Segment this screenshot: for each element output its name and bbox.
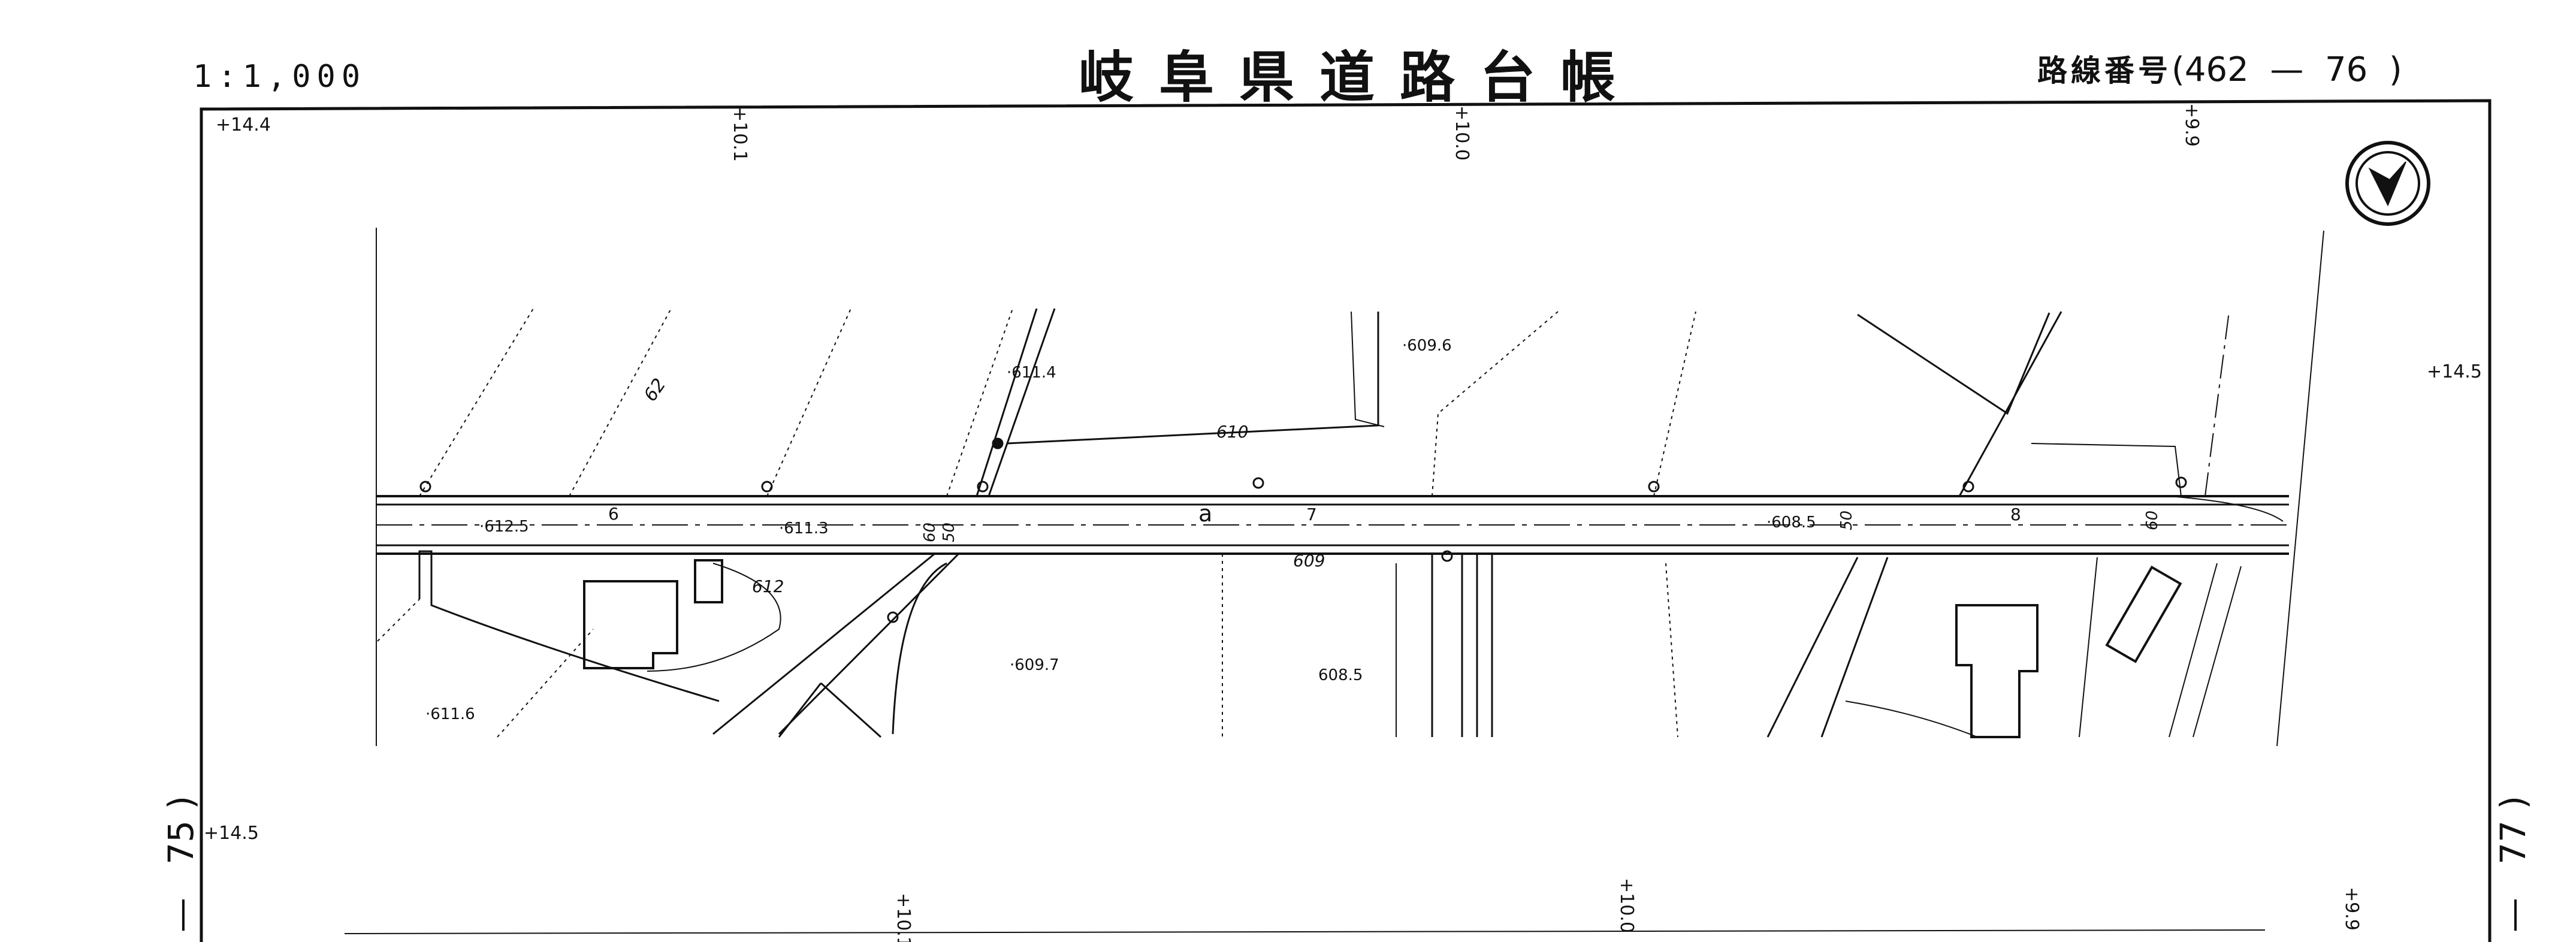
frame-mark-top-2: +10.0 [1451,105,1472,161]
area-boundary-bottom [344,929,2266,934]
section-label: a [1198,500,1212,527]
route-dash: — [2270,50,2304,89]
field-boundary [1653,311,1696,497]
distance-mark: 7 [1306,505,1317,524]
field-boundary [1351,311,1385,427]
survey-point [1962,481,1974,493]
field-boundary [1432,311,1559,497]
survey-point [419,481,431,493]
frame-mark-top-3: +9.9 [2181,103,2202,147]
side-road [712,552,935,735]
building [694,559,723,603]
road-width-label: 60 [921,523,939,542]
side-road [987,308,1056,497]
frame-mark-top-left: +14.4 [216,114,271,135]
contour-label: 610 [1216,422,1248,442]
survey-point [977,481,989,493]
field-boundary [766,308,851,497]
frame-mark-left-low: +14.5 [204,823,259,844]
road-width-label: 60 [2143,511,2161,530]
survey-point [761,481,773,493]
field-boundary [778,683,822,738]
map-scale: 1:1,000 [193,59,367,95]
field-boundary [2031,443,2182,497]
frame-mark-bottom-2: +10.0 [1616,878,1637,933]
area-boundary-right [2276,230,2324,747]
road-end-curve [2169,496,2284,522]
field-boundary [497,629,594,738]
field-boundary [1857,312,2050,415]
contour-612 [647,563,781,672]
field-boundary [2193,566,2242,738]
contour-label: 62 [640,375,671,405]
frame-mark-bottom-3: +9.9 [2341,887,2362,931]
map-title: 岐阜県道路台帳 [1079,46,1641,110]
frame-mark-top-1: +10.1 [729,107,750,162]
route-open-paren: ( [2172,50,2185,89]
survey-point [887,611,899,623]
field-boundary [1958,311,2062,497]
spot-elevation: ·609.7 [1010,656,1059,674]
route-number: 路線番号(462 — 76 ) [2037,47,2402,90]
field-boundary [1845,701,1978,738]
spot-elevation: ·612.5 [479,518,529,536]
spot-elevation: ·609.6 [1402,337,1452,355]
route-number-label: 路線番号 [2037,53,2172,88]
side-road [778,552,960,735]
building [583,580,678,669]
field-boundary [1665,563,1678,738]
spot-elevation: ·611.3 [779,520,829,538]
road-width-label: 50 [940,523,958,542]
route-close-paren: ) [2388,50,2402,89]
field-boundary [1006,312,1379,445]
contour-label: 609 [1293,551,1325,570]
building [1955,604,2039,738]
field-boundary [820,682,882,738]
spot-elevation: ·611.4 [1007,364,1056,382]
contour-label: 612 [752,576,784,596]
route-number-b: 76 [2324,50,2368,89]
survey-point [1441,550,1453,562]
field-boundary [2079,557,2098,738]
field-boundary [419,308,534,497]
benchmark [992,437,1004,449]
survey-point [1648,481,1660,493]
survey-point [2175,476,2187,488]
spot-elevation: ·608.5 [1766,514,1816,532]
frame-mark-right-mid: +14.5 [2427,361,2482,382]
field-boundary [418,550,720,702]
map-frame [200,99,2492,942]
field-boundary [2204,311,2230,497]
spot-elevation: 608.5 [1318,666,1363,684]
field-boundary [1766,557,1859,738]
survey-point [1252,477,1264,489]
field-boundary [1820,557,1889,738]
route-number-a: 462 [2184,50,2249,89]
distance-mark: 8 [2010,505,2021,524]
north-arrow-icon [2345,141,2430,226]
frame-mark-bottom-1: +10.1 [893,893,914,942]
spot-elevation: ·611.6 [425,705,475,723]
field-boundary [377,599,420,642]
side-road [976,308,1038,497]
field-boundary [946,308,1013,497]
road-width-label: 50 [1838,511,1856,530]
building [2105,565,2182,663]
field-boundary [2169,563,2218,738]
side-road [892,562,947,735]
distance-mark: 6 [608,504,619,524]
